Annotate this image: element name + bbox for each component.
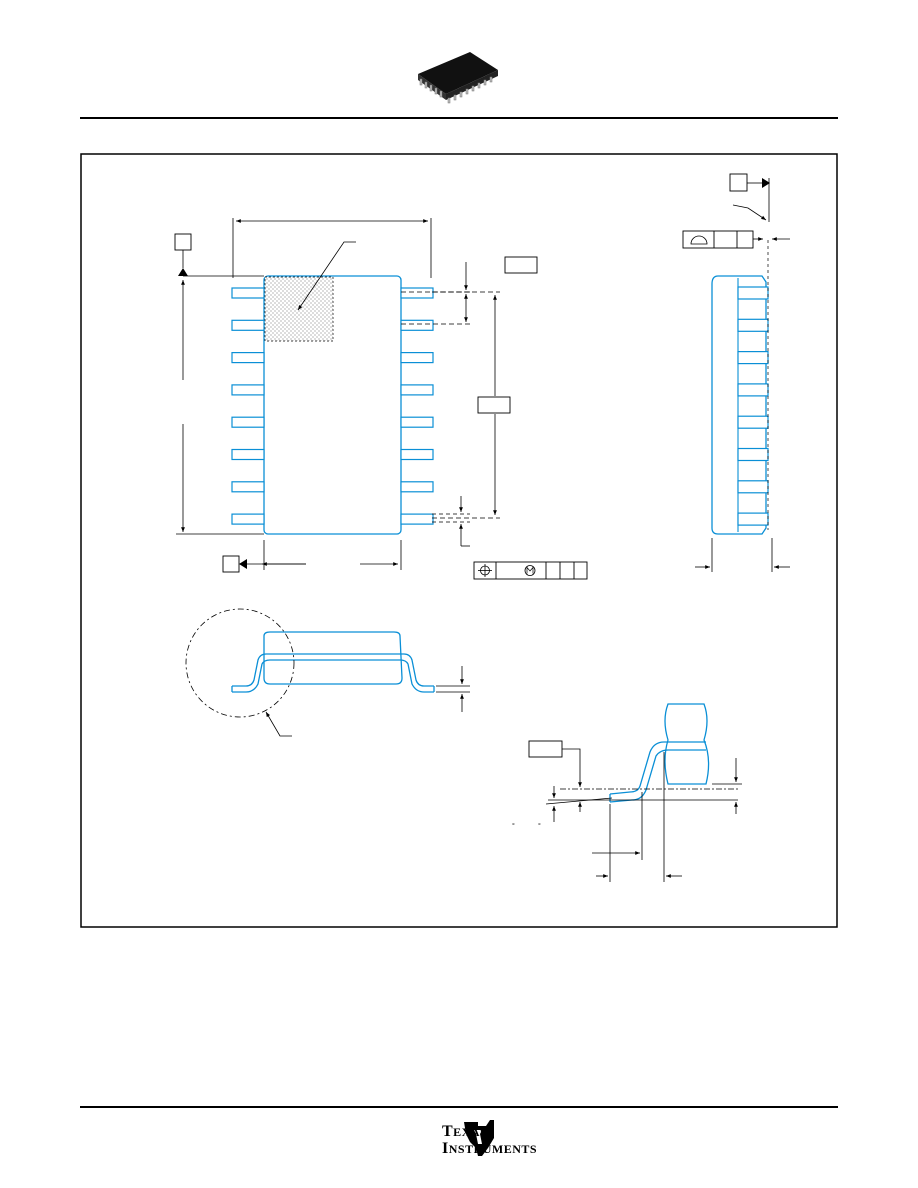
header-rule bbox=[80, 117, 838, 119]
lead-right bbox=[400, 287, 434, 299]
lead-left bbox=[231, 513, 265, 525]
pitch-label-box bbox=[504, 256, 538, 274]
lead-right bbox=[400, 416, 434, 428]
lead-right bbox=[400, 448, 434, 461]
right-leads bbox=[400, 287, 434, 525]
svg-text:°: ° bbox=[512, 822, 515, 830]
lead-end bbox=[737, 383, 769, 397]
lead-left bbox=[231, 352, 265, 364]
lead-end bbox=[737, 512, 769, 526]
drawing-frame bbox=[80, 153, 838, 928]
lead-right bbox=[400, 319, 434, 331]
lead-detail-view: ° ° bbox=[512, 703, 742, 882]
lead-right bbox=[400, 352, 434, 364]
footer-rule bbox=[80, 1106, 838, 1108]
lead-section-view bbox=[185, 608, 470, 737]
lead-end bbox=[737, 318, 769, 332]
end-view bbox=[682, 173, 790, 572]
span-label-box bbox=[477, 396, 511, 414]
top-view bbox=[174, 218, 588, 580]
lead-left bbox=[231, 319, 265, 331]
lead-left bbox=[231, 481, 265, 493]
lead-left bbox=[231, 448, 265, 461]
datum-box-c bbox=[729, 173, 748, 192]
lead-left bbox=[231, 287, 265, 299]
gauge-plane-label-box bbox=[528, 740, 563, 758]
lead-left bbox=[231, 384, 265, 396]
ti-brand-line2: INSTRUMENTS bbox=[442, 1140, 538, 1157]
detail-circle bbox=[185, 608, 295, 718]
lead-right bbox=[400, 513, 434, 525]
ti-logo-icon bbox=[464, 1120, 494, 1156]
lead-right bbox=[400, 384, 434, 396]
lead-left bbox=[231, 416, 265, 428]
lead-right bbox=[400, 481, 434, 493]
position-tolerance-frame bbox=[473, 561, 588, 580]
left-leads bbox=[231, 287, 265, 525]
end-leads bbox=[737, 286, 769, 526]
ti-brand-line1: TEXAS bbox=[442, 1123, 488, 1140]
svg-text:°: ° bbox=[538, 822, 541, 830]
lead-end bbox=[737, 286, 769, 300]
datum-box-a bbox=[174, 233, 192, 251]
datum-box-b bbox=[222, 555, 240, 573]
lead-end bbox=[737, 351, 769, 365]
lead-end bbox=[737, 415, 769, 429]
flatness-tolerance-frame bbox=[682, 230, 754, 249]
lead-end bbox=[737, 447, 769, 462]
package-thumbnail-icon bbox=[418, 52, 498, 104]
lead-end bbox=[737, 480, 769, 494]
